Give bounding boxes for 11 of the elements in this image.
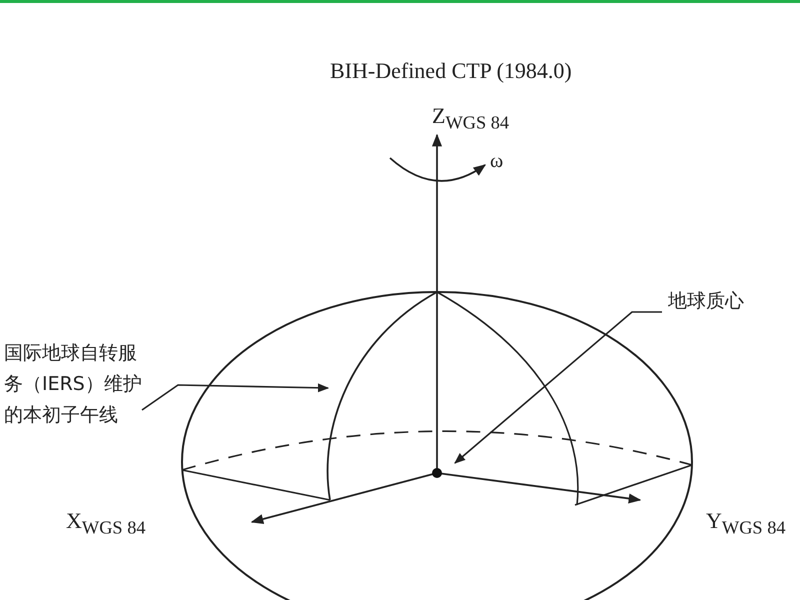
callout-text: 国际地球自转服务（IERS）维护的本初子午线 xyxy=(4,338,154,431)
axis-title: BIH-Defined CTP (1984.0) xyxy=(330,58,572,84)
axis-label: Y$_{WGS 84}$ xyxy=(706,508,786,538)
callout-text: 地球质心 xyxy=(668,286,788,317)
leader-line xyxy=(142,383,330,411)
axis-label: Z$_{WGS 84}$ xyxy=(432,103,510,134)
rotation-label: ω xyxy=(490,150,504,173)
center-point xyxy=(432,468,442,478)
axis-label: X$_{WGS 84}$ xyxy=(66,508,146,538)
leader-line xyxy=(454,311,662,464)
meridian-line xyxy=(326,291,438,500)
